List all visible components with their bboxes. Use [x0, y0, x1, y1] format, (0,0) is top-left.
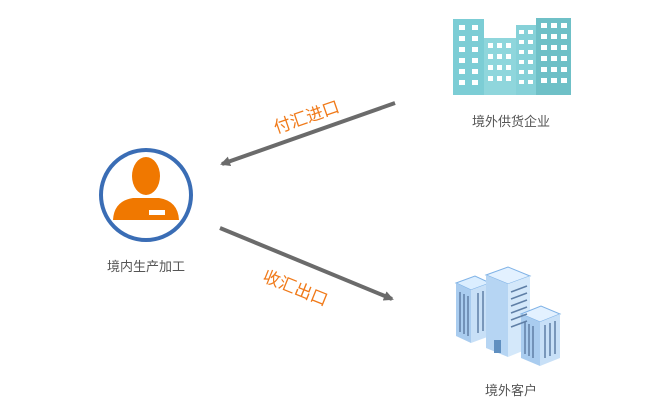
customer-label: 境外客户 — [484, 384, 538, 399]
export-arrow — [219, 226, 394, 301]
domestic-label: 境内生产加工 — [106, 260, 186, 275]
office-towers-icon — [454, 266, 562, 366]
buildings-icon — [453, 18, 571, 95]
person-icon — [99, 148, 193, 242]
import-arrow — [220, 101, 396, 167]
supplier-label: 境外供货企业 — [471, 115, 551, 130]
